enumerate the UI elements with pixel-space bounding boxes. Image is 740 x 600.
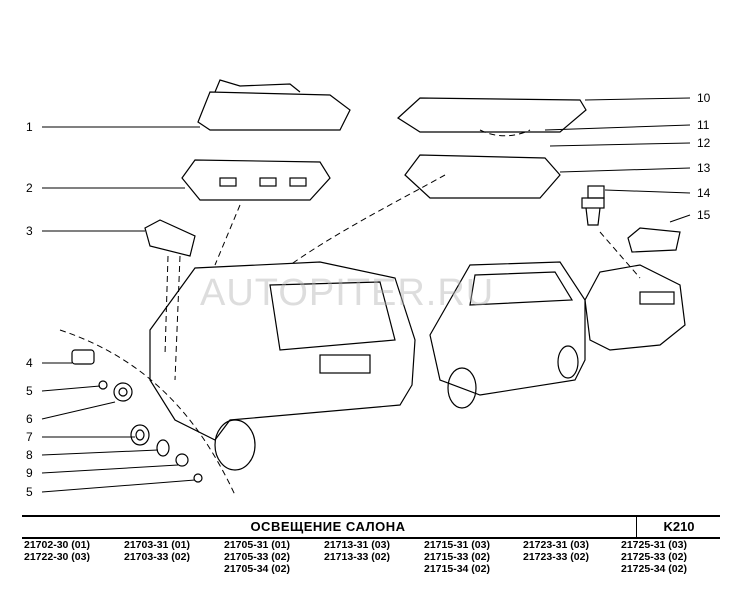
model-column: 21702-30 (01)21722-30 (03)	[24, 539, 90, 563]
dashed-guides	[59, 129, 641, 496]
callout-5b: 5	[26, 485, 33, 499]
car-wagon	[149, 261, 416, 471]
model-code: 21723-31 (03)	[523, 539, 589, 551]
callout-6: 6	[26, 412, 33, 426]
callout-7: 7	[26, 430, 33, 444]
title-row: ОСВЕЩЕНИЕ САЛОНА K210	[22, 515, 720, 539]
callout-14: 14	[697, 186, 711, 200]
model-code: 21705-34 (02)	[224, 563, 290, 575]
leader-lines-right	[544, 97, 691, 223]
callout-12: 12	[697, 136, 711, 150]
part-1-lamp-housing	[197, 79, 351, 131]
callout-15: 15	[697, 208, 711, 222]
model-code: 21715-34 (02)	[424, 563, 490, 575]
callout-10: 10	[697, 91, 711, 105]
model-code: 21713-33 (02)	[324, 551, 390, 563]
part-3-module	[144, 219, 196, 257]
part-13-lamp	[404, 154, 561, 199]
model-code: 21715-31 (03)	[424, 539, 490, 551]
leader-lines-left	[41, 126, 200, 493]
diagram-code: K210	[636, 517, 721, 537]
callout-5: 5	[26, 384, 33, 398]
part-2-lamp	[181, 159, 331, 201]
parts-diagram	[41, 79, 691, 496]
model-code: 21715-33 (02)	[424, 551, 490, 563]
callout-3: 3	[26, 224, 33, 238]
model-code: 21722-30 (03)	[24, 551, 90, 563]
model-code: 21705-31 (01)	[224, 539, 290, 551]
callout-11: 11	[697, 118, 710, 132]
callout-8: 8	[26, 448, 33, 462]
model-column: 21705-31 (01)21705-33 (02)21705-34 (02)	[224, 539, 290, 575]
model-column: 21725-31 (03)21725-33 (02)21725-34 (02)	[621, 539, 687, 575]
watermark: AUTOPITER.RU	[200, 272, 495, 314]
callout-13: 13	[697, 161, 711, 175]
model-code: 21703-31 (01)	[124, 539, 190, 551]
model-code: 21723-33 (02)	[523, 551, 589, 563]
model-code: 21705-33 (02)	[224, 551, 290, 563]
part-15-plate-lamp	[627, 227, 681, 253]
model-code: 21725-34 (02)	[621, 563, 687, 575]
model-column: 21715-31 (03)21715-33 (02)21715-34 (02)	[424, 539, 490, 575]
model-column: 21713-31 (03)21713-33 (02)	[324, 539, 390, 563]
callout-1: 1	[26, 120, 33, 134]
model-code: 21702-30 (01)	[24, 539, 90, 551]
callout-9: 9	[26, 466, 33, 480]
model-code: 21725-33 (02)	[621, 551, 687, 563]
part-10-lamp-cover	[397, 97, 587, 133]
model-column: 21723-31 (03)21723-33 (02)	[523, 539, 589, 563]
part-14-switch	[581, 185, 605, 226]
small-parts-4-9	[71, 349, 203, 483]
diagram-title: ОСВЕЩЕНИЕ САЛОНА	[250, 519, 406, 534]
model-code: 21703-33 (02)	[124, 551, 190, 563]
callout-2: 2	[26, 181, 33, 195]
model-code: 21713-31 (03)	[324, 539, 390, 551]
callout-4: 4	[26, 356, 33, 370]
model-column: 21703-31 (01)21703-33 (02)	[124, 539, 190, 563]
model-code: 21725-31 (03)	[621, 539, 687, 551]
car-sedan	[584, 264, 686, 351]
car-hatchback	[429, 261, 586, 409]
